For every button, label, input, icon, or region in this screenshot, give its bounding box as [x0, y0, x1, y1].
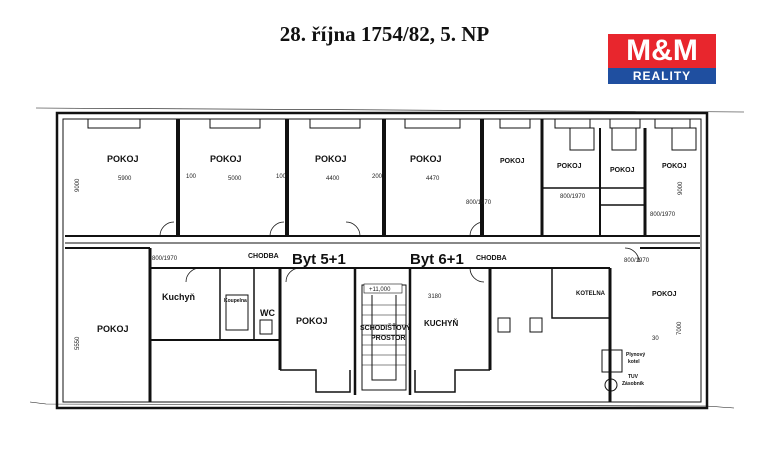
stair-steps	[362, 304, 406, 366]
toilet-right-1	[497, 317, 511, 333]
boiler-room-wall	[551, 268, 610, 319]
logo-reality-text: REALITY	[608, 68, 716, 84]
toilet-right-2	[529, 317, 543, 333]
room-label-koupelna: Koupelna	[224, 298, 247, 304]
room-label-pokoj-2: POKOJ	[210, 154, 242, 164]
shaft-2	[611, 127, 637, 151]
level-mark: +11,000	[369, 287, 391, 293]
room-label-pokoj-9: POKOJ	[97, 324, 129, 334]
room-label-kuchyn-left: Kuchyň	[162, 292, 195, 302]
corridor-label-left: CHODBA	[248, 253, 279, 260]
room-label-wc: WC	[260, 308, 275, 318]
dim-3180: 3180	[428, 294, 442, 300]
room-label-pokoj-1: POKOJ	[107, 154, 139, 164]
outer-wall	[55, 111, 709, 410]
level-mark-box	[363, 283, 403, 294]
sketch-line-bottom	[29, 401, 735, 409]
dim-door-1: 800/1970	[466, 200, 492, 206]
dim-door-2: 800/1970	[560, 194, 586, 200]
unit-label-byt-5-1: Byt 5+1	[292, 251, 346, 268]
dim-door-5: 800/1970	[624, 258, 650, 264]
room-label-pokoj-11: POKOJ	[652, 291, 677, 298]
page-title: 28. října 1754/82, 5. NP	[279, 22, 490, 46]
dim-door-4: 800/1970	[152, 256, 178, 262]
room-label-pokoj-4: POKOJ	[410, 154, 442, 164]
dim-door-3: 800/1970	[650, 212, 676, 218]
room-label-kotelna: KOTELNA	[576, 291, 606, 297]
bathtub	[225, 294, 249, 331]
plan-walls	[29, 107, 745, 410]
dim-4470: 4470	[426, 176, 440, 182]
corridor-label-right: CHODBA	[476, 255, 507, 262]
dim-9000-left: 9000	[75, 178, 81, 192]
room-label-prostor: PROSTOR	[371, 335, 406, 342]
room-label-pokoj-6: POKOJ	[557, 163, 582, 170]
dim-4400: 4400	[326, 176, 340, 182]
mm-reality-logo: M&M REALITY	[608, 34, 716, 84]
logo-mm-text: M&M	[608, 34, 716, 68]
dim-100-a: 100	[186, 174, 197, 180]
dim-200: 200	[372, 174, 383, 180]
dim-30: 30	[652, 336, 659, 342]
tuv-tank	[604, 378, 618, 392]
dim-9000-right: 9000	[678, 181, 684, 195]
stair-inner	[371, 295, 397, 381]
dim-5550: 5550	[75, 336, 81, 350]
boiler-box	[601, 349, 623, 373]
room-label-pokoj-8: POKOJ	[662, 163, 687, 170]
label-zasobnik: Zásobník	[622, 381, 644, 387]
room-label-pokoj-3: POKOJ	[315, 154, 347, 164]
label-kotel: kotel	[628, 359, 640, 365]
unit-label-byt-6-1: Byt 6+1	[410, 251, 464, 268]
shaft-1	[569, 127, 595, 151]
room-label-kuchyn-right: KUCHYŇ	[424, 319, 458, 328]
label-tuv: TUV	[628, 374, 639, 380]
dim-5900: 5900	[118, 176, 132, 182]
sketch-line-top	[35, 107, 745, 113]
room-label-pokoj-7: POKOJ	[610, 167, 635, 174]
room-label-pokoj-5: POKOJ	[500, 158, 525, 165]
dim-100-b: 100	[276, 174, 287, 180]
toilet-left	[259, 319, 273, 335]
label-plynovy: Plynový	[626, 352, 645, 358]
dim-5000: 5000	[228, 176, 242, 182]
room-label-schodistovy: SCHODIŠŤOVÝ	[360, 323, 411, 332]
dim-7000: 7000	[677, 321, 683, 335]
room-label-pokoj-10: POKOJ	[296, 316, 328, 326]
door-swings	[159, 221, 640, 283]
shaft-3	[671, 127, 697, 151]
bay-walls	[280, 369, 490, 393]
